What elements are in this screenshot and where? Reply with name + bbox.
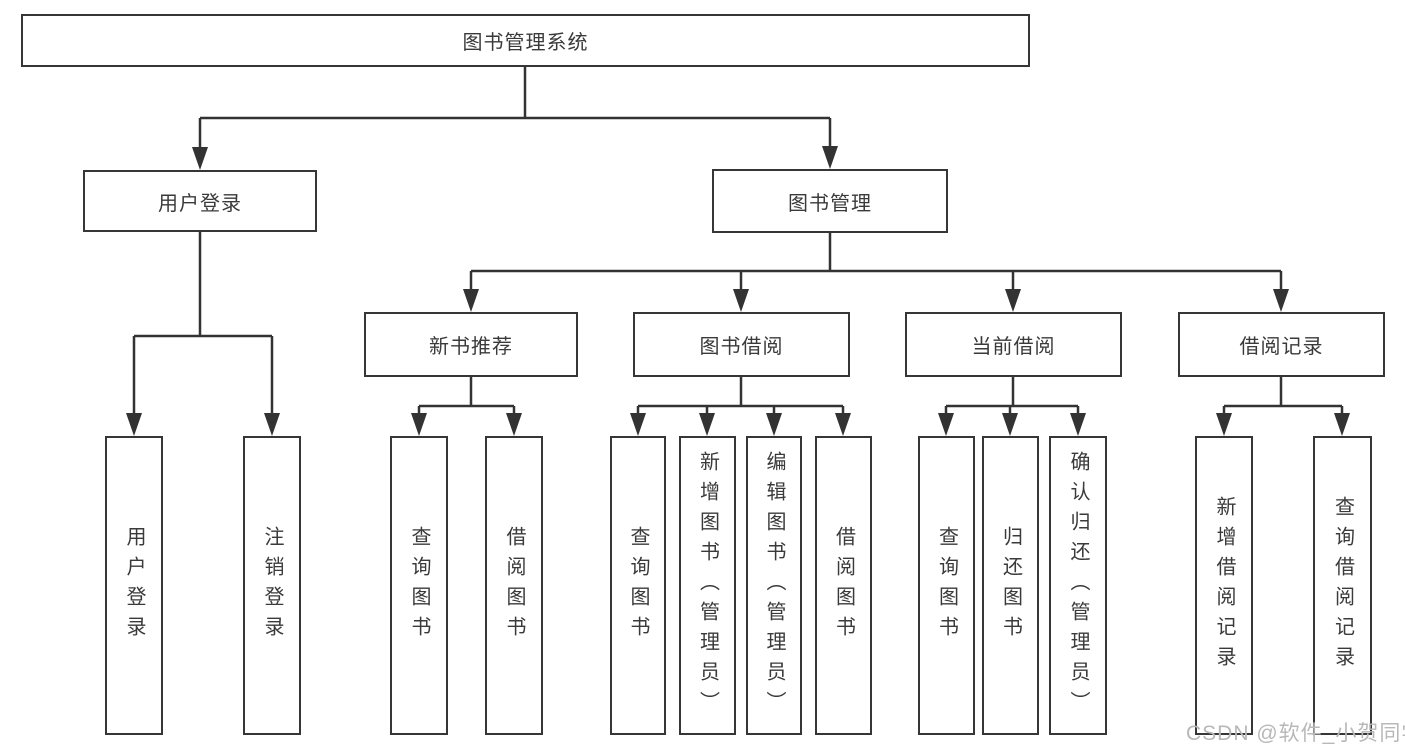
arrow-down-icon	[411, 413, 427, 436]
node-label: 注销登录	[261, 525, 283, 646]
node-label: 确认归还（管理员）	[1067, 450, 1089, 721]
node-user-login: 用户登录	[105, 436, 163, 735]
node-query-books-borrow: 查询图书	[610, 436, 666, 735]
arrow-down-icon	[264, 413, 280, 436]
node-borrow-books-borrow: 借阅图书	[815, 436, 872, 735]
connector-current-borrowing	[944, 377, 1080, 416]
node-label: 借阅图书	[832, 525, 855, 646]
node-user-login-branch: 用户登录	[83, 170, 317, 232]
arrow-down-icon	[835, 413, 851, 436]
arrow-down-icon	[630, 413, 646, 436]
node-add-borrow-record: 新增借阅记录	[1195, 436, 1253, 735]
node-query-books-current: 查询图书	[918, 436, 975, 735]
arrow-down-icon	[1273, 289, 1289, 312]
node-confirm-return-admin: 确认归还（管理员）	[1049, 436, 1107, 735]
node-label: 编辑图书（管理员）	[763, 450, 785, 721]
connector-root	[198, 67, 832, 150]
node-edit-books-admin: 编辑图书（管理员）	[746, 436, 802, 735]
node-add-books-admin: 新增图书（管理员）	[679, 436, 736, 735]
node-book-borrowing: 图书借阅	[633, 312, 850, 377]
node-query-borrow-record: 查询借阅记录	[1313, 436, 1372, 735]
connector-book-borrowing	[636, 377, 845, 416]
node-borrowing-records: 借阅记录	[1178, 312, 1385, 377]
csdn-watermark: CSDN @软件_小贺同学	[1186, 722, 1405, 745]
node-new-book-recommendation: 新书推荐	[364, 312, 578, 377]
connector-borrowing-records	[1222, 377, 1344, 416]
node-library-management-system: 图书管理系统	[21, 14, 1030, 67]
node-borrow-books-recommend: 借阅图书	[485, 436, 543, 735]
connector-user-login	[132, 232, 274, 416]
node-label: 借阅图书	[503, 525, 525, 646]
node-current-borrowing: 当前借阅	[905, 312, 1122, 377]
node-label: 用户登录	[123, 525, 145, 646]
connector-new-book-recommendation	[417, 377, 516, 416]
arrow-down-icon	[1005, 289, 1021, 312]
arrow-down-icon	[938, 413, 954, 436]
arrow-down-icon	[192, 147, 208, 170]
arrow-down-icon	[463, 289, 479, 312]
node-logout-login: 注销登录	[243, 436, 301, 735]
arrow-down-icon	[1002, 413, 1018, 436]
arrow-down-icon	[822, 146, 838, 169]
node-label: 查询借阅记录	[1331, 495, 1354, 676]
arrow-down-icon	[1216, 413, 1232, 436]
connector-book-management	[469, 233, 1283, 292]
arrow-down-icon	[1334, 413, 1350, 436]
node-query-books-recommend: 查询图书	[390, 436, 448, 735]
node-return-books: 归还图书	[982, 436, 1039, 735]
arrow-down-icon	[506, 413, 522, 436]
arrow-down-icon	[766, 413, 782, 436]
node-label: 新增图书（管理员）	[696, 450, 719, 721]
node-label: 查询图书	[935, 525, 958, 646]
node-book-management: 图书管理	[712, 169, 948, 233]
node-label: 归还图书	[999, 525, 1022, 646]
arrow-down-icon	[699, 413, 715, 436]
arrow-down-icon	[733, 289, 749, 312]
arrow-down-icon	[126, 413, 142, 436]
node-label: 查询图书	[627, 525, 649, 646]
node-label: 新增借阅记录	[1213, 495, 1235, 676]
arrow-down-icon	[1070, 413, 1086, 436]
node-label: 查询图书	[408, 525, 430, 646]
